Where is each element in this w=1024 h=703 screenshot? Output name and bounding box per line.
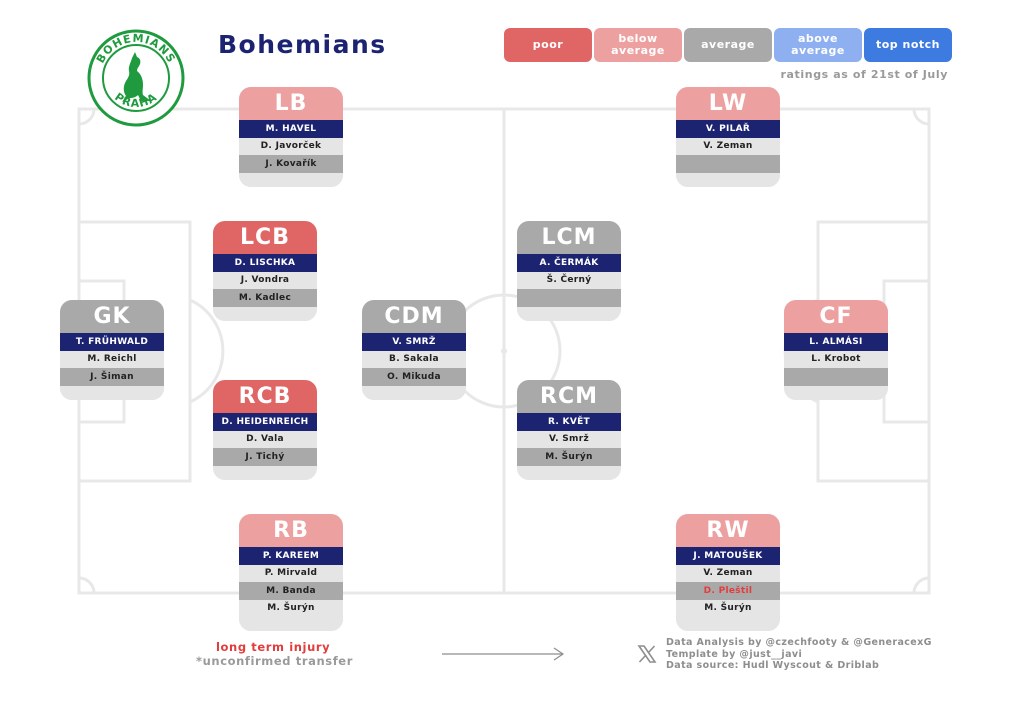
starter-player: T. FRÜHWALD	[60, 333, 164, 351]
position-label: LB	[239, 87, 343, 120]
starter-player: J. MATOUŠEK	[676, 547, 780, 565]
credit-source: Data source: Hudl Wyscout & Driblab	[666, 660, 880, 671]
backup-player: J. Šiman	[60, 368, 164, 386]
backup-player: B. Sakala	[362, 350, 466, 368]
backup-player: P. Mirvald	[239, 564, 343, 582]
arrow-right-icon	[442, 647, 565, 661]
starter-player: L. ALMÁSI	[784, 333, 888, 351]
starter-player: P. KAREEM	[239, 547, 343, 565]
legend-poor: poor	[504, 28, 592, 62]
card-footer	[676, 172, 780, 187]
position-label: LW	[676, 87, 780, 120]
backup-player	[784, 368, 888, 386]
card-footer	[213, 465, 317, 480]
backup-player: M. Šurýn	[676, 599, 780, 617]
backup-player: V. Zeman	[676, 137, 780, 155]
backup-player: J. Vondra	[213, 271, 317, 289]
backup-player: M. Kadlec	[213, 289, 317, 307]
backup-player: D. Vala	[213, 430, 317, 448]
backup-player: O. Mikuda	[362, 368, 466, 386]
backup-player: D. Pleštil	[676, 582, 780, 600]
card-footer	[239, 172, 343, 187]
legend-label: poor	[532, 38, 564, 51]
backup-player: J. Tichý	[213, 448, 317, 466]
credit-template: Template by @just__javi	[666, 648, 803, 660]
transfer-legend-note: *unconfirmed transfer	[196, 654, 353, 668]
position-label: LCB	[213, 221, 317, 254]
card-footer	[60, 385, 164, 400]
team-title: Bohemians	[218, 30, 387, 59]
starter-player: V. SMRŽ	[362, 333, 466, 351]
card-footer	[239, 617, 343, 631]
backup-player: M. Šurýn	[517, 448, 621, 466]
position-label: CF	[784, 300, 888, 333]
backup-player: Š. Černý	[517, 271, 621, 289]
position-label: RCM	[517, 380, 621, 413]
backup-player: V. Smrž	[517, 430, 621, 448]
position-label: RCB	[213, 380, 317, 413]
backup-player: J. Kovařík	[239, 155, 343, 173]
backup-player: L. Krobot	[784, 350, 888, 368]
card-footer	[517, 465, 621, 480]
card-footer	[676, 617, 780, 631]
legend-label: top notch	[875, 38, 941, 51]
position-label: LCM	[517, 221, 621, 254]
legend-above-average: above average	[774, 28, 862, 62]
card-footer	[213, 306, 317, 321]
legend-label: below	[618, 32, 658, 45]
legend-label: average	[701, 38, 755, 51]
svg-text:PRAHA: PRAHA	[112, 90, 159, 110]
card-footer	[784, 385, 888, 400]
starter-player: R. KVĚT	[517, 413, 621, 431]
legend-below-average: below average	[594, 28, 682, 62]
legend-label: average	[611, 44, 665, 57]
position-label: CDM	[362, 300, 466, 333]
legend-top-notch: top notch	[864, 28, 952, 62]
credits: Data Analysis by @czechfooty & @Generace…	[666, 637, 932, 672]
backup-player	[517, 289, 621, 307]
starter-player: A. ČERMÁK	[517, 254, 621, 272]
legend-label: average	[791, 44, 845, 57]
backup-player: D. Javorček	[239, 137, 343, 155]
card-footer	[517, 306, 621, 321]
position-label: RB	[239, 514, 343, 547]
position-label: RW	[676, 514, 780, 547]
backup-player: M. Reichl	[60, 350, 164, 368]
starter-player: D. LISCHKA	[213, 254, 317, 272]
starter-player: V. PILAŘ	[676, 120, 780, 138]
ratings-date-note: ratings as of 21st of July	[780, 68, 948, 81]
card-footer	[362, 385, 466, 400]
starter-player: D. HEIDENREICH	[213, 413, 317, 431]
position-label: GK	[60, 300, 164, 333]
backup-player: V. Zeman	[676, 564, 780, 582]
credit-analysis: Data Analysis by @czechfooty & @Generace…	[666, 637, 932, 648]
legend-label: above	[798, 32, 838, 45]
backup-player: M. Banda	[239, 582, 343, 600]
x-twitter-icon	[637, 645, 657, 663]
backup-player: M. Šurýn	[239, 599, 343, 617]
starter-player: M. HAVEL	[239, 120, 343, 138]
legend-average: average	[684, 28, 772, 62]
club-logo: BOHEMIANS PRAHA	[87, 29, 185, 127]
injury-legend-note: long term injury	[216, 640, 331, 654]
rating-legend: poor below average average above average…	[504, 28, 952, 62]
backup-player	[676, 155, 780, 173]
